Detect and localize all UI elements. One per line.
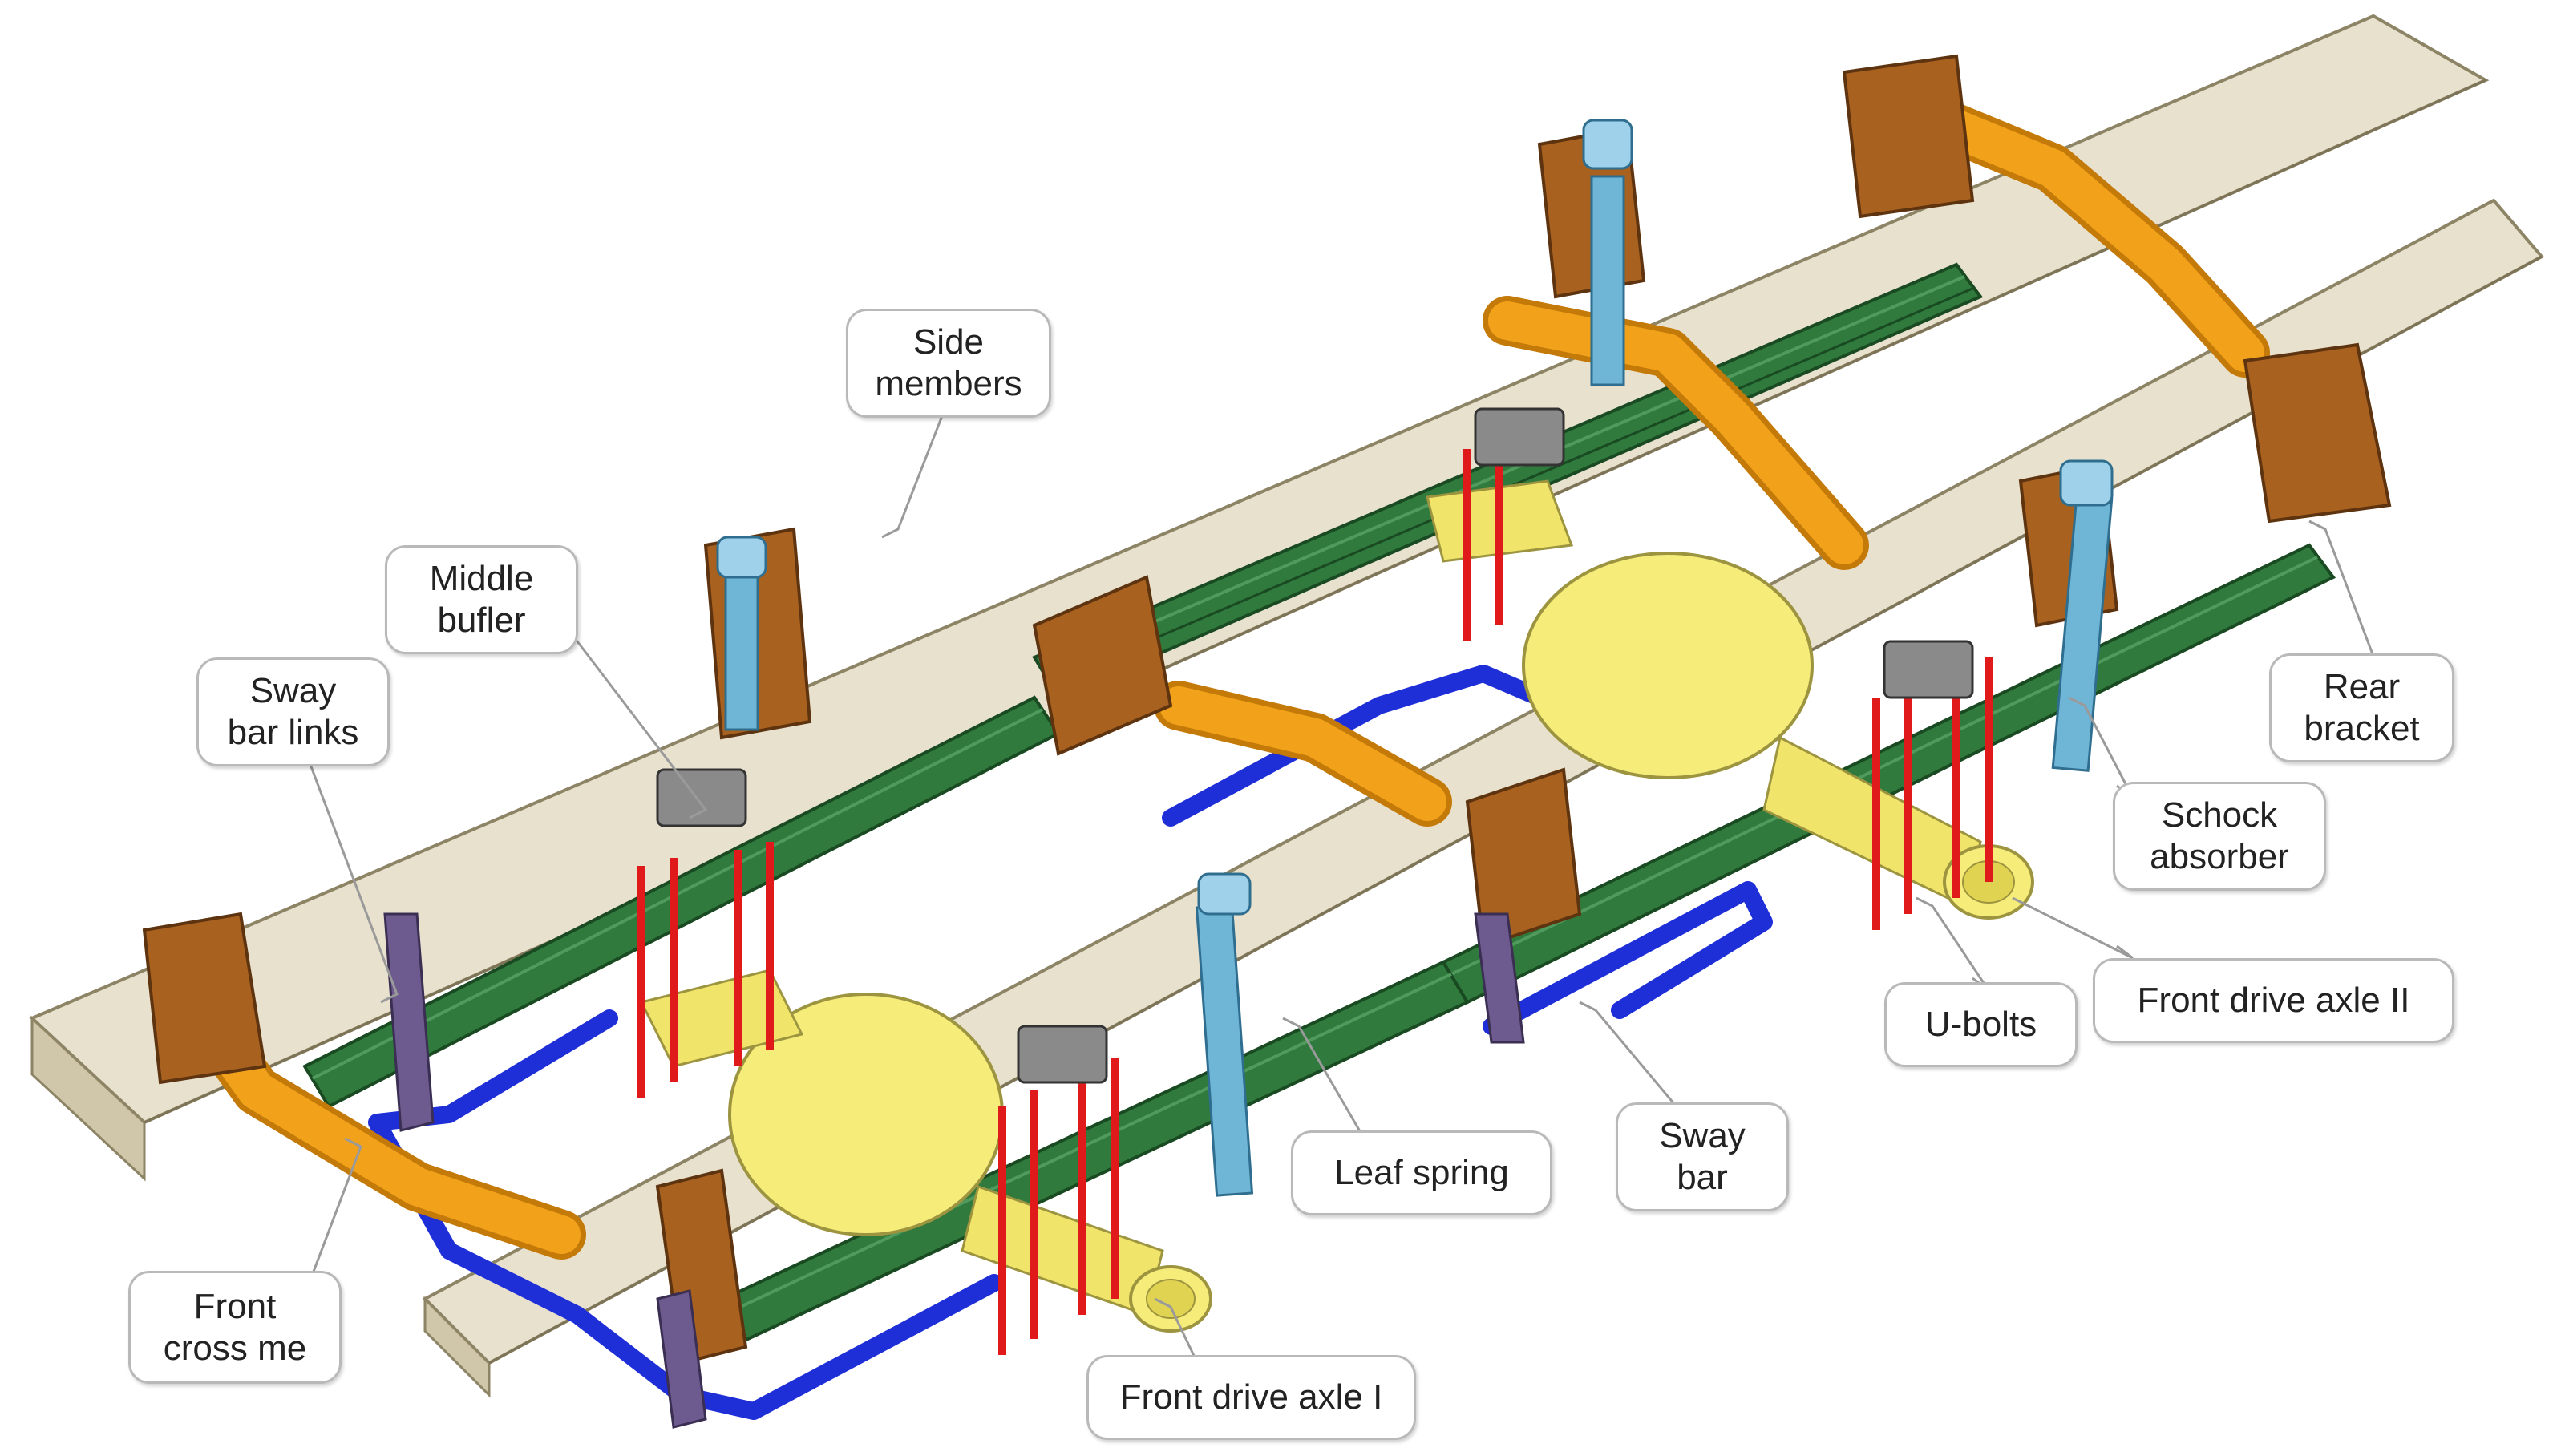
label-sway-bar-links-line-1: Sway	[249, 671, 337, 710]
label-middle-bufler: Middle bufler	[385, 545, 578, 654]
label-rear-bracket-line-2: bracket	[2304, 709, 2420, 748]
label-sway-bar-line-1: Sway	[1659, 1116, 1746, 1155]
sway-bar-front	[368, 1009, 1003, 1420]
label-front-cross-member-line-2: cross me	[163, 1328, 307, 1368]
label-shock-absorber-line-2: absorber	[2150, 837, 2289, 876]
label-middle-bufler-line-1: Middle	[429, 559, 534, 598]
label-rear-bracket-line-1: Rear	[2323, 667, 2401, 706]
spring-clamp-pads	[656, 407, 1974, 1084]
label-front-drive-axle-2: Front drive axle II	[2093, 958, 2454, 1043]
middle-cross-member	[1154, 296, 1869, 827]
label-middle-bufler-line-2: bufler	[437, 601, 526, 640]
label-sway-bar-links: Sway bar links	[196, 657, 390, 766]
u-bolts	[637, 441, 1993, 1355]
rear-cross-member	[1891, 87, 2270, 378]
label-shock-absorber-line-1: Schock	[2161, 795, 2278, 835]
shock-absorber-rear-left	[1582, 119, 1633, 386]
label-sway-bar: Sway bar	[1616, 1102, 1789, 1211]
label-sway-bar-line-2: bar	[1677, 1158, 1728, 1197]
label-front-cross-member: Front cross me	[128, 1271, 342, 1384]
label-leaf-spring-text: Leaf spring	[1334, 1153, 1509, 1192]
label-front-drive-axle-2-text: Front drive axle II	[2137, 981, 2410, 1020]
shock-absorber-rear-right	[2051, 459, 2114, 772]
label-rear-bracket: Rear bracket	[2269, 653, 2454, 762]
shock-absorber-front-right	[1195, 872, 1254, 1197]
shock-absorber-front-left	[716, 536, 767, 731]
label-sway-bar-links-line-2: bar links	[227, 713, 359, 752]
label-front-drive-axle-1: Front drive axle I	[1086, 1355, 1416, 1440]
label-u-bolts: U-bolts	[1884, 982, 2078, 1067]
sway-bar-links	[383, 912, 1525, 1429]
label-u-bolts-text: U-bolts	[1924, 1005, 2037, 1044]
label-front-cross-member-line-1: Front	[193, 1286, 277, 1326]
label-side-members-line-1: Side	[912, 322, 985, 362]
label-side-members-line-2: members	[875, 364, 1022, 403]
label-shock-absorber: Schock absorber	[2113, 782, 2326, 891]
label-side-members: Side members	[846, 309, 1051, 418]
label-leaf-spring: Leaf spring	[1291, 1130, 1552, 1215]
label-front-drive-axle-1-text: Front drive axle I	[1119, 1377, 1383, 1417]
